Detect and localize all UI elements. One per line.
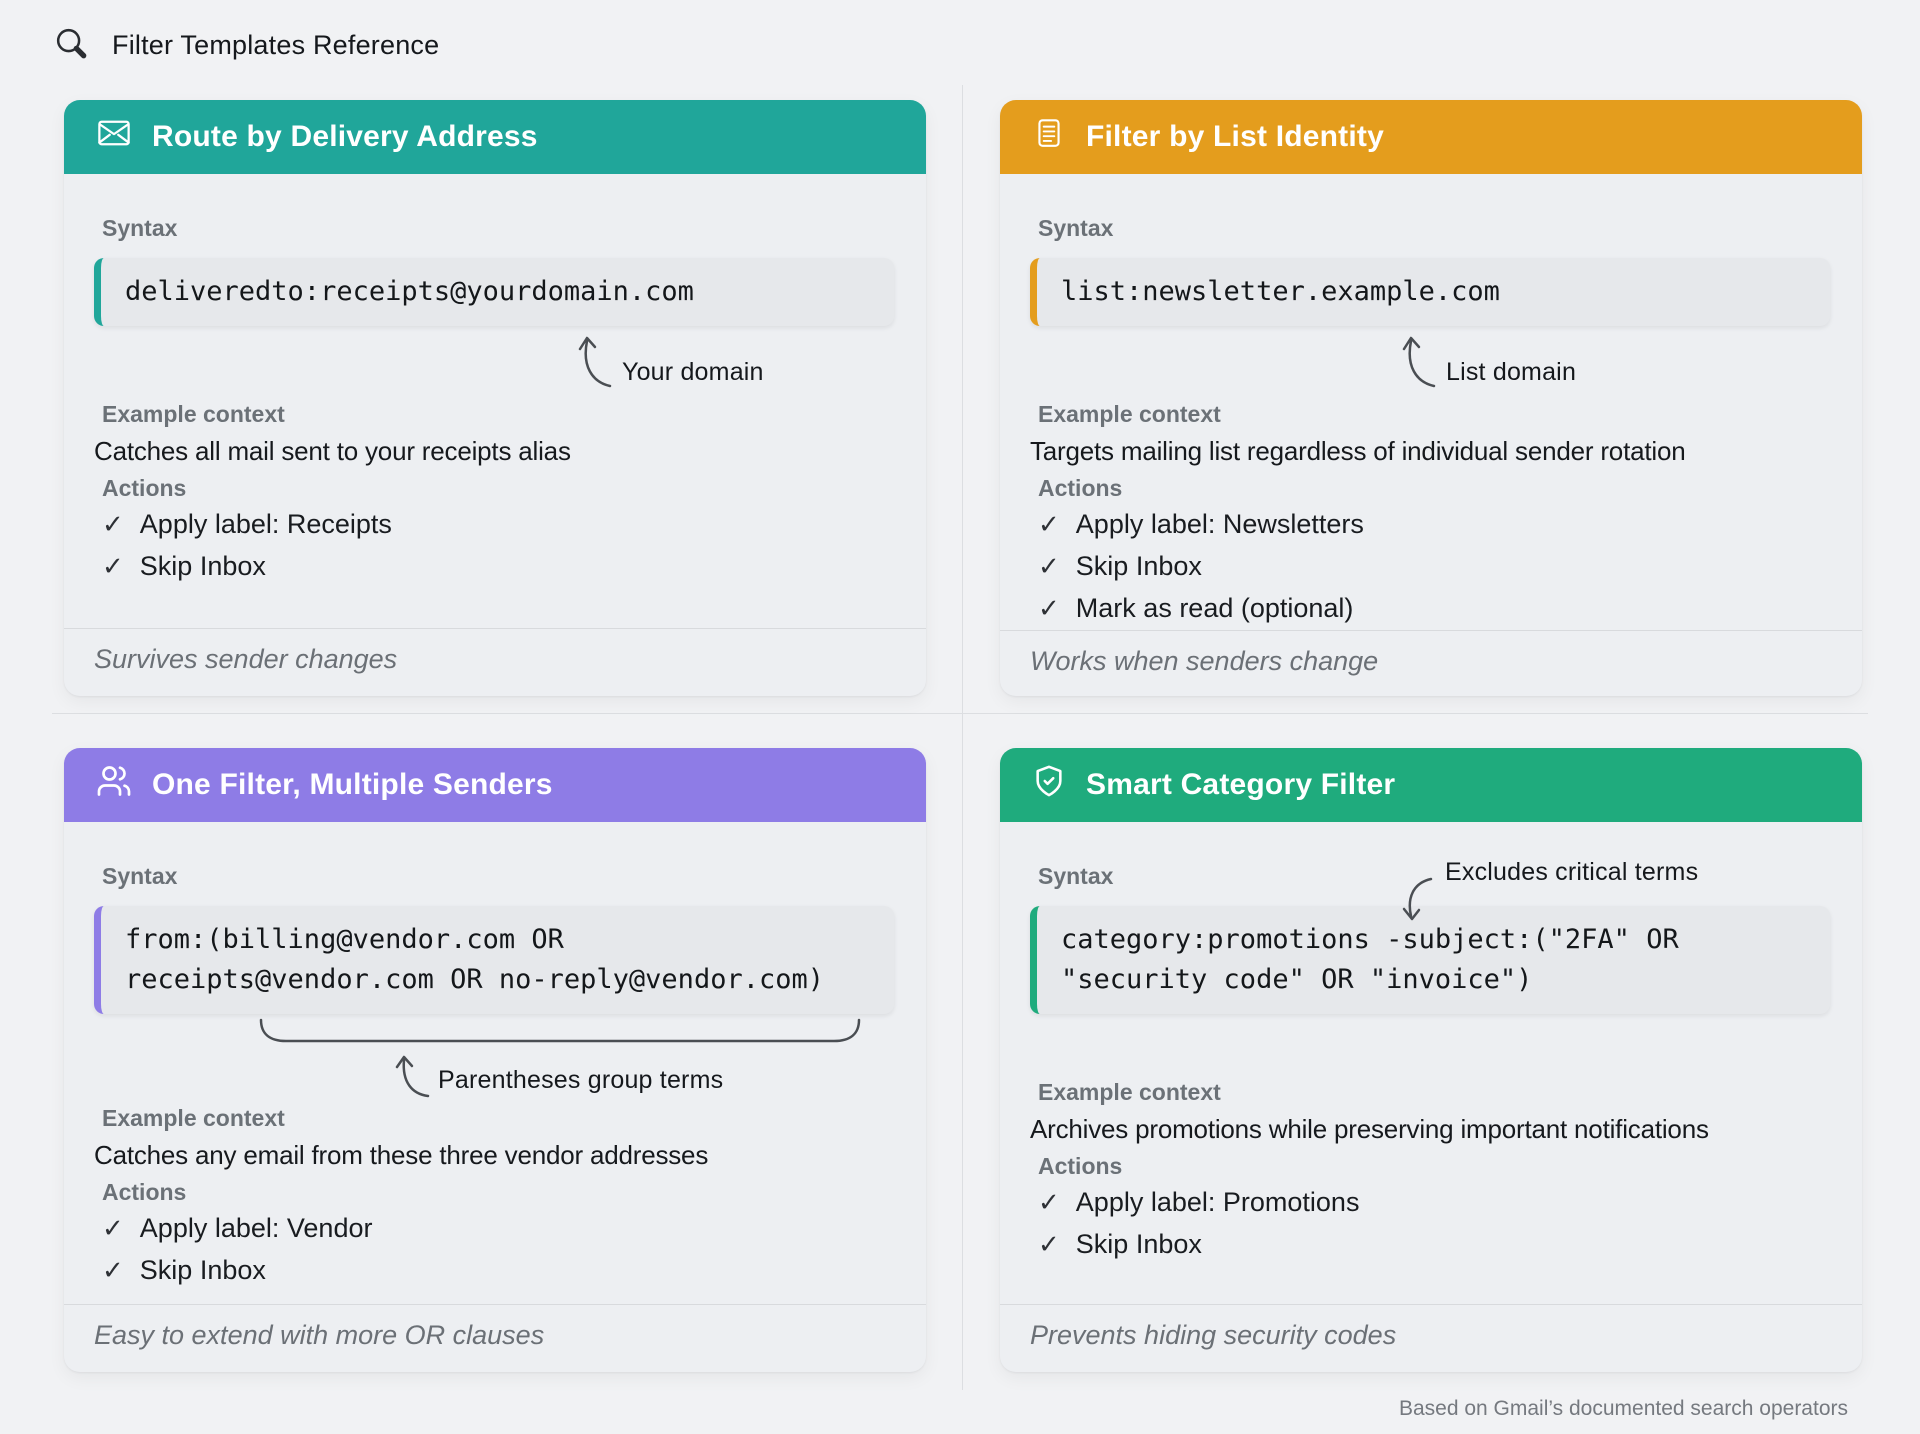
syntax-line: "security code" OR "invoice") — [1061, 964, 1533, 995]
check-icon: ✓ — [1038, 509, 1060, 539]
syntax-label: Syntax — [1038, 215, 1114, 241]
syntax-label: Syntax — [1038, 863, 1114, 889]
context-label: Example context — [102, 401, 285, 427]
actions-list: ✓ Apply label: Newsletters ✓ Skip Inbox ✓ M… — [1038, 504, 1830, 628]
actions-list: ✓ Apply label: Vendor ✓ Skip Inbox — [102, 1208, 894, 1290]
syntax-line: category:promotions -subject:("2FA" OR — [1061, 924, 1679, 955]
action-item: ✓ Mark as read (optional) — [1038, 588, 1830, 628]
check-icon: ✓ — [102, 1213, 124, 1243]
card-smart-category-filter: Smart Category Filter Syntax Excludes cr… — [1000, 748, 1862, 1372]
context-text: Catches any email from these three vendo… — [94, 1140, 709, 1170]
action-item: ✓ Apply label: Receipts — [102, 504, 894, 544]
check-icon: ✓ — [102, 509, 124, 539]
card-title: Filter by List Identity — [1086, 120, 1384, 153]
card-filter-by-list-identity: Filter by List Identity Syntax list:news… — [1000, 100, 1862, 696]
annotation-text: List domain — [1446, 358, 1577, 386]
syntax-line: list:newsletter.example.com — [1061, 276, 1500, 307]
curved-arrow-icon — [1402, 336, 1436, 388]
check-icon: ✓ — [1038, 551, 1060, 581]
vertical-divider — [962, 85, 963, 1390]
actions-label: Actions — [102, 1179, 187, 1205]
syntax-code: list:newsletter.example.com — [1030, 258, 1830, 326]
underbrace — [258, 1018, 894, 1046]
horizontal-divider — [52, 713, 1868, 714]
context-label: Example context — [1038, 401, 1221, 427]
page-title: Filter Templates Reference — [112, 30, 440, 60]
card-header: Filter by List Identity — [1000, 100, 1862, 174]
syntax-code: deliveredto:receipts@yourdomain.com — [94, 258, 894, 326]
syntax-label: Syntax — [102, 215, 178, 241]
syntax-line: deliveredto:receipts@yourdomain.com — [125, 276, 694, 307]
card-body: Syntax from:(billing@vendor.com OR recei… — [64, 822, 926, 1304]
check-icon: ✓ — [102, 551, 124, 581]
card-footer-note: Prevents hiding security codes — [1000, 1304, 1862, 1372]
action-text: Apply label: Newsletters — [1075, 509, 1364, 539]
card-body: Syntax Excludes critical terms category:… — [1000, 822, 1862, 1304]
action-item: ✓ Skip Inbox — [102, 1250, 894, 1290]
action-text: Apply label: Vendor — [139, 1213, 373, 1243]
card-header: Smart Category Filter — [1000, 748, 1862, 822]
card-footer-note: Works when senders change — [1000, 630, 1862, 696]
action-text: Skip Inbox — [139, 1255, 266, 1285]
card-footer-note: Survives sender changes — [64, 628, 926, 696]
card-title: One Filter, Multiple Senders — [152, 768, 553, 801]
actions-label: Actions — [102, 475, 187, 501]
context-text: Archives promotions while preserving imp… — [1030, 1114, 1709, 1144]
envelope-icon — [96, 115, 132, 159]
check-icon: ✓ — [1038, 593, 1060, 623]
syntax-line: receipts@vendor.com OR no-reply@vendor.c… — [125, 964, 824, 995]
list-icon — [1032, 116, 1066, 158]
syntax-code: from:(billing@vendor.com OR receipts@ven… — [94, 906, 894, 1014]
shield-check-icon — [1032, 764, 1066, 806]
curved-arrow-icon — [578, 336, 612, 388]
check-icon: ✓ — [1038, 1229, 1060, 1259]
card-header: Route by Delivery Address — [64, 100, 926, 174]
actions-label: Actions — [1038, 475, 1123, 501]
context-label: Example context — [1038, 1079, 1221, 1105]
annotation-text: Parentheses group terms — [438, 1066, 724, 1094]
actions-label: Actions — [1038, 1153, 1123, 1179]
card-route-by-delivery-address: Route by Delivery Address Syntax deliver… — [64, 100, 926, 696]
context-text: Catches all mail sent to your receipts a… — [94, 436, 571, 466]
check-icon: ✓ — [102, 1255, 124, 1285]
context-label: Example context — [102, 1105, 285, 1131]
action-text: Apply label: Receipts — [139, 509, 392, 539]
source-footnote: Based on Gmail’s documented search opera… — [1398, 1397, 1848, 1420]
action-text: Mark as read (optional) — [1075, 593, 1354, 623]
action-text: Apply label: Promotions — [1075, 1187, 1360, 1217]
annotation: Your domain — [570, 332, 894, 394]
page-title-row: Filter Templates Reference — [52, 24, 439, 67]
card-one-filter-multiple-senders: One Filter, Multiple Senders Syntax from… — [64, 748, 926, 1372]
action-text: Skip Inbox — [139, 551, 266, 581]
action-item: ✓ Skip Inbox — [102, 546, 894, 586]
annotation: List domain — [1394, 332, 1830, 394]
annotation: Parentheses group terms — [384, 1052, 894, 1100]
card-footer-note: Easy to extend with more OR clauses — [64, 1304, 926, 1372]
syntax-label: Syntax — [102, 863, 178, 889]
actions-list: ✓ Apply label: Receipts ✓ Skip Inbox — [102, 504, 894, 586]
curved-arrow-icon — [395, 1055, 430, 1098]
magnifier-icon — [52, 24, 90, 67]
actions-list: ✓ Apply label: Promotions ✓ Skip Inbox — [1038, 1182, 1830, 1264]
card-body: Syntax deliveredto:receipts@yourdomain.c… — [64, 174, 926, 628]
action-item: ✓ Skip Inbox — [1038, 546, 1830, 586]
card-title: Route by Delivery Address — [152, 120, 538, 153]
action-item: ✓ Apply label: Vendor — [102, 1208, 894, 1248]
action-item: ✓ Skip Inbox — [1038, 1224, 1830, 1264]
action-item: ✓ Apply label: Promotions — [1038, 1182, 1830, 1222]
action-text: Skip Inbox — [1075, 551, 1202, 581]
syntax-code: category:promotions -subject:("2FA" OR "… — [1030, 906, 1830, 1014]
card-body: Syntax list:newsletter.example.com List … — [1000, 174, 1862, 630]
action-item: ✓ Apply label: Newsletters — [1038, 504, 1830, 544]
check-icon: ✓ — [1038, 1187, 1060, 1217]
card-title: Smart Category Filter — [1086, 768, 1396, 801]
context-text: Targets mailing list regardless of indiv… — [1030, 436, 1686, 466]
syntax-line: from:(billing@vendor.com OR — [125, 924, 564, 955]
users-icon — [96, 763, 132, 807]
card-header: One Filter, Multiple Senders — [64, 748, 926, 822]
annotation-text: Your domain — [622, 358, 764, 386]
action-text: Skip Inbox — [1075, 1229, 1202, 1259]
